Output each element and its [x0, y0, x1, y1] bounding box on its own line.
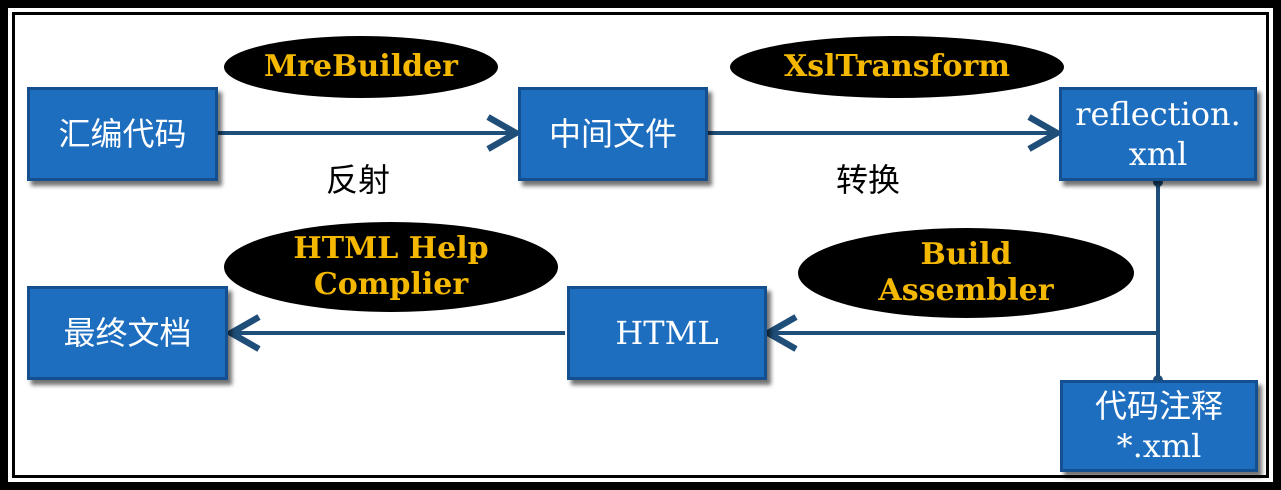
- tool-mrebuilder-label: MreBuilder: [264, 49, 458, 84]
- node-intermediate-file: 中间文件: [518, 87, 708, 181]
- tool-mrebuilder: MreBuilder: [224, 36, 498, 98]
- tool-build-assembler-line1: Build: [920, 237, 1012, 272]
- tool-xsltransform: XslTransform: [730, 36, 1064, 98]
- node-code-comments-xml-line2: *.xml: [1116, 427, 1202, 465]
- node-code-comments-xml-line1: 代码注释: [1094, 387, 1223, 425]
- node-final-document: 最终文档: [27, 286, 228, 380]
- node-final-document-label: 最终文档: [63, 314, 192, 352]
- node-code-comments-xml: 代码注释 *.xml: [1060, 380, 1258, 472]
- node-reflection-xml-line2: xml: [1128, 135, 1188, 173]
- node-intermediate-file-label: 中间文件: [548, 115, 677, 153]
- node-html-label: HTML: [615, 314, 719, 352]
- tool-build-assembler: Build Assembler: [798, 228, 1134, 318]
- node-reflection-xml-line1: reflection.: [1075, 95, 1241, 133]
- node-assembly-code: 汇编代码: [27, 87, 218, 181]
- edge-label-reflect: 反射: [326, 161, 391, 199]
- node-html: HTML: [567, 286, 767, 380]
- tool-html-help-compiler-line2: Complier: [313, 267, 469, 302]
- edge-label-transform: 转换: [836, 161, 901, 199]
- tool-html-help-compiler-line1: HTML Help: [293, 231, 489, 266]
- node-assembly-code-label: 汇编代码: [58, 115, 187, 153]
- tool-xsltransform-label: XslTransform: [783, 49, 1011, 84]
- tool-html-help-compiler: HTML Help Complier: [224, 222, 558, 312]
- tool-build-assembler-line2: Assembler: [878, 273, 1054, 308]
- node-reflection-xml: reflection. xml: [1059, 87, 1257, 181]
- inner-frame: [12, 12, 1269, 478]
